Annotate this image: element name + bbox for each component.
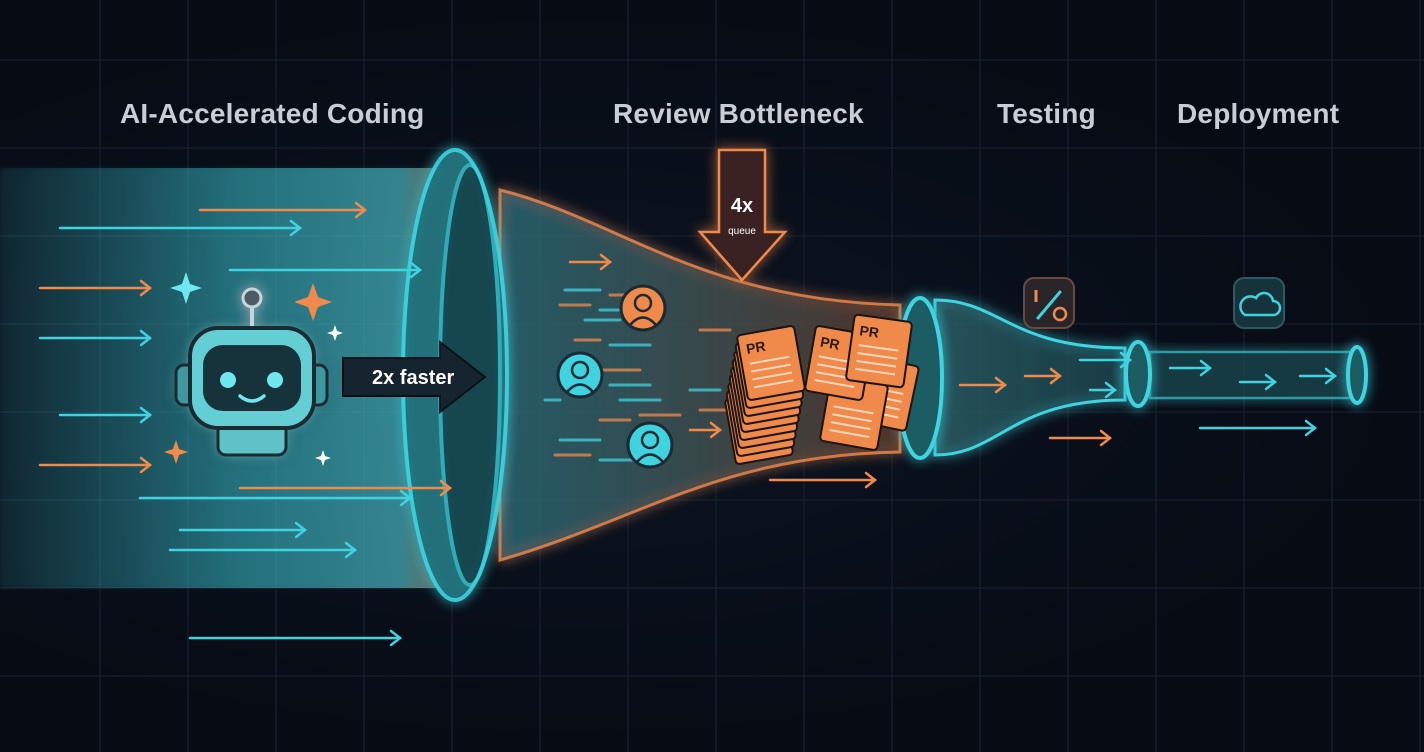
flow-arrow: [138, 489, 413, 507]
flow-arrow: [1238, 373, 1278, 391]
reviewer-avatar: [556, 351, 604, 399]
queue-label: queue: [728, 226, 756, 237]
flow-arrow: [1298, 367, 1338, 385]
stage-title-testing: Testing: [997, 98, 1096, 129]
flow-arrow: [568, 253, 613, 271]
flow-arrow: [958, 376, 1008, 394]
reviewer-avatar: [626, 421, 674, 469]
flow-arrow: [38, 279, 153, 297]
reviewers: [556, 284, 674, 469]
robot-icon: [174, 287, 329, 457]
queue-arrow: [697, 148, 788, 282]
flow-arrow: [168, 541, 358, 559]
flow-arrow: [188, 629, 403, 647]
stage-title-review: Review Bottleneck: [613, 98, 864, 129]
speed-label: 2x faster: [372, 367, 454, 389]
flow-arrow: [1198, 419, 1318, 437]
stage-title-deployment: Deployment: [1177, 98, 1340, 129]
flow-arrow: [58, 219, 303, 237]
flow-arrow: [1078, 351, 1133, 369]
flow-arrow: [1168, 359, 1213, 377]
speed-arrow: [342, 339, 487, 415]
flow-arrow: [1088, 381, 1118, 399]
pr-card-stack: PR PR PR: [724, 313, 920, 465]
pr-card: PR: [736, 325, 806, 401]
review-funnel: [498, 188, 902, 562]
flow-arrow: [1048, 429, 1113, 447]
flow-arrow: [38, 329, 153, 347]
flow-arrow: [1023, 367, 1063, 385]
pr-card-label: PR: [745, 338, 767, 357]
testing-neck: [933, 298, 1127, 457]
testing-tools-icon: [1023, 277, 1075, 329]
flow-arrow: [198, 201, 368, 219]
flow-arrow: [58, 406, 153, 424]
flow-arrows: [38, 201, 1338, 647]
pr-card: PR: [845, 313, 913, 389]
reviewer-avatar: [619, 284, 667, 332]
pr-card-label: PR: [819, 334, 841, 353]
flow-arrow: [178, 521, 308, 539]
flow-arrow: [38, 456, 153, 474]
flow-arrow: [688, 421, 723, 439]
deployment-cloud-icon: [1233, 277, 1285, 329]
stage-title-coding: AI-Accelerated Coding: [120, 98, 425, 129]
flow-arrow: [238, 479, 453, 497]
queue-value: 4x: [731, 195, 753, 217]
flow-arrow: [228, 261, 423, 279]
pr-card-label: PR: [859, 322, 880, 341]
flow-arrow: [768, 471, 878, 489]
sparkle-icons: [164, 272, 343, 466]
